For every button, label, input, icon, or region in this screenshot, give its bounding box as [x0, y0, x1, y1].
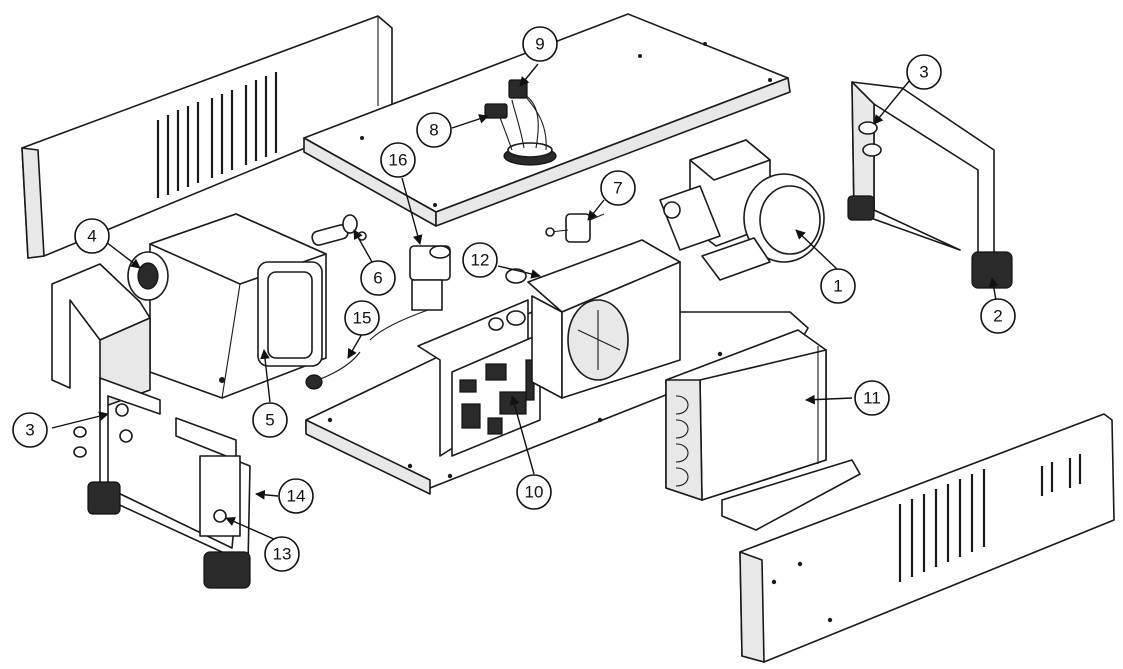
condenser-fan	[488, 239, 681, 399]
callout-3-right-label: 3	[919, 63, 928, 82]
callout-10: 10	[516, 474, 552, 510]
callout-leaders	[51, 63, 999, 541]
callout-3-left: 3	[12, 412, 48, 448]
pump-motor	[659, 139, 825, 281]
condenser-coil	[665, 329, 861, 531]
callout-7: 7	[600, 170, 636, 206]
valve-assembly	[545, 213, 605, 243]
top-cover-panel	[303, 13, 791, 227]
callout-12: 12	[462, 242, 498, 278]
callout-13: 13	[264, 536, 300, 572]
callout-3-right: 3	[906, 54, 942, 90]
callout-8: 8	[416, 112, 452, 148]
callout-8-label: 8	[429, 121, 438, 140]
temperature-sensor	[305, 351, 361, 390]
front-panel-louvers	[898, 454, 1082, 582]
callout-7-label: 7	[613, 179, 622, 198]
right-rear-bracket	[847, 81, 1013, 289]
control-board	[451, 333, 541, 457]
fitting-part-6	[311, 214, 367, 246]
water-tank	[127, 213, 327, 399]
rear-side-panel	[21, 15, 393, 259]
front-left-frame	[73, 377, 251, 589]
callout-16-label: 16	[389, 151, 408, 170]
rear-panel-louvers	[156, 72, 278, 198]
callout-11: 11	[854, 380, 890, 416]
callout-2-label: 2	[993, 307, 1002, 326]
callout-1-label: 1	[833, 277, 842, 296]
callout-10-label: 10	[525, 483, 544, 502]
callout-16: 16	[380, 142, 416, 178]
callout-9-label: 9	[535, 35, 544, 54]
callout-15-label: 15	[353, 309, 372, 328]
callouts: 1 2 3 3 4 5 6 7	[12, 26, 1016, 572]
callout-14-label: 14	[287, 487, 306, 506]
callout-12-label: 12	[471, 251, 490, 270]
callout-4: 4	[74, 218, 110, 254]
callout-6: 6	[360, 260, 396, 296]
front-right-panel	[739, 413, 1115, 663]
callout-11-label: 11	[863, 389, 881, 408]
callout-13-label: 13	[273, 545, 292, 564]
callout-2: 2	[980, 298, 1016, 334]
callout-14: 14	[278, 478, 314, 514]
callout-4-label: 4	[87, 227, 96, 246]
callout-9: 9	[522, 26, 558, 62]
callout-6-label: 6	[373, 269, 382, 288]
solenoid-valve	[369, 245, 451, 341]
callout-3-left-label: 3	[25, 421, 34, 440]
callout-5: 5	[252, 402, 288, 438]
callout-1: 1	[820, 268, 856, 304]
callout-15: 15	[344, 300, 380, 336]
callout-5-label: 5	[265, 411, 274, 430]
